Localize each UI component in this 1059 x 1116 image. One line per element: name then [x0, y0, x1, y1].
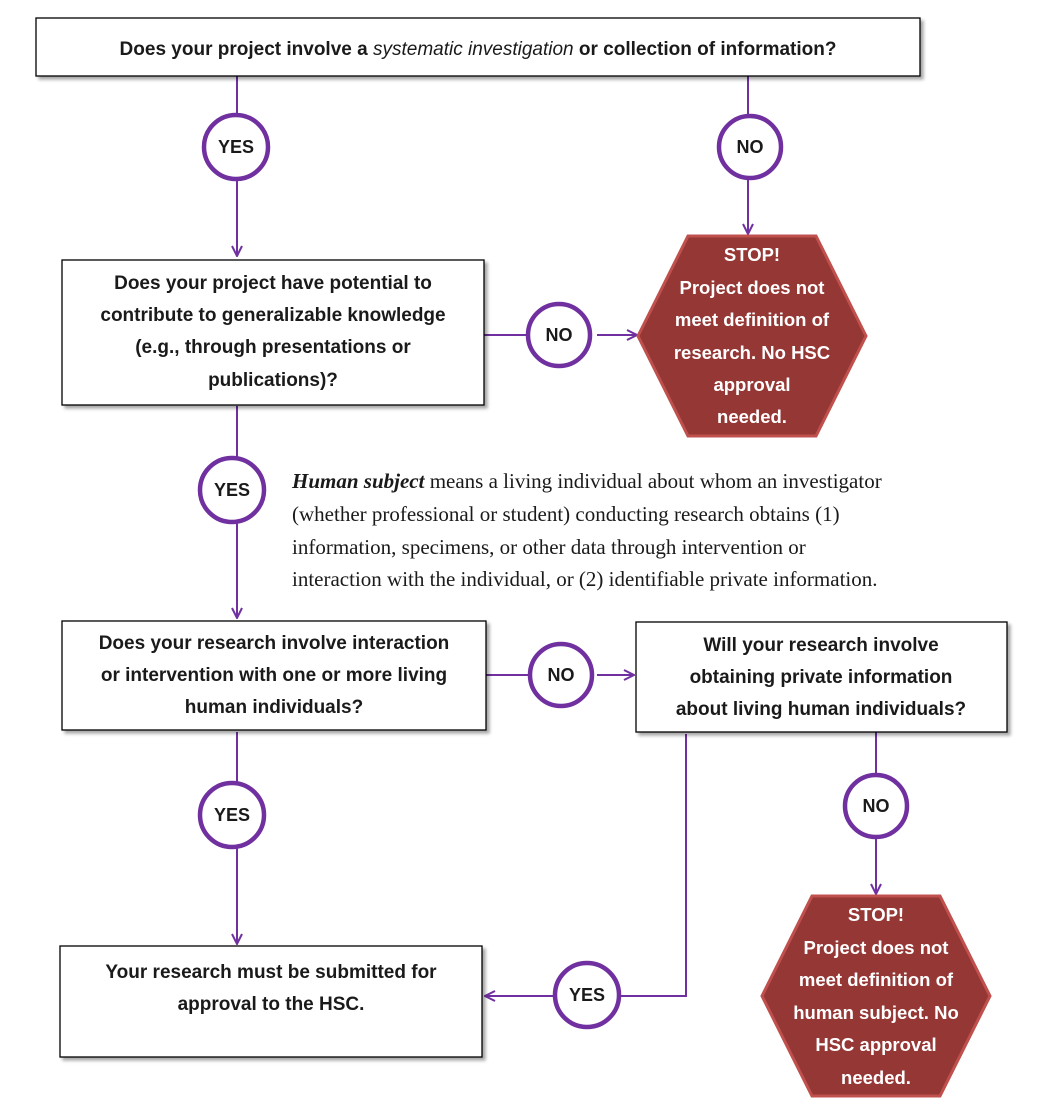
question-box-2: Does your project have potential to cont… — [61, 259, 485, 406]
question-2-line: Does your project have potential to — [114, 273, 432, 294]
question-1-text-end: or collection of information? — [574, 39, 837, 60]
answer-circle-q1-yes-ring — [201, 112, 271, 182]
stop-human-subject-line: Project does not — [804, 937, 949, 958]
stop-human-subject-line: HSC approval — [815, 1034, 936, 1055]
answer-circle-q2-yes: YES — [197, 455, 267, 525]
question-box-4-frame — [635, 621, 1008, 733]
stop-research-line: meet definition of — [675, 309, 830, 330]
question-1-emphasis: systematic investigation — [373, 39, 574, 60]
question-4-line: about living human individuals? — [676, 699, 966, 720]
question-box-3-frame — [61, 620, 487, 731]
question-3-line: human individuals? — [185, 697, 363, 718]
question-3-line: Does your research involve interaction — [99, 633, 450, 654]
stop-research-line: needed. — [717, 406, 787, 427]
question-2-line: contribute to generalizable knowledge — [100, 305, 445, 326]
answer-circle-q3-yes: YES — [197, 780, 267, 850]
stop-research-line: Project does not — [680, 277, 825, 298]
definition-line: (whether professional or student) conduc… — [292, 502, 840, 526]
stop-human-subject-line: meet definition of — [799, 969, 954, 990]
stop-research-hexagon: STOP! Project does not meet definition o… — [636, 234, 868, 438]
answer-q4-no-label: NO — [863, 796, 890, 816]
answer-circle-q3-no-ring — [527, 641, 595, 709]
question-2-line: publications)? — [208, 370, 338, 391]
answer-circle-q4-no-ring — [842, 772, 910, 840]
answer-q4-yes-label: YES — [569, 985, 605, 1005]
question-3-line: or intervention with one or more living — [101, 665, 447, 686]
submit-box: Your research must be submitted for appr… — [59, 945, 483, 1058]
answer-circle-q2-no-ring — [525, 301, 593, 369]
question-2-line: (e.g., through presentations or — [135, 337, 411, 358]
stop-research-line: STOP! — [724, 244, 780, 265]
submit-line: approval to the HSC. — [178, 994, 365, 1015]
answer-circle-q1-no-ring — [716, 113, 784, 181]
question-4-line: obtaining private information — [690, 667, 953, 688]
question-box-2-frame — [61, 259, 485, 406]
answer-circle-q3-yes-ring — [197, 780, 267, 850]
question-1-text-start: Does your project involve a — [120, 39, 373, 60]
answer-circle-q4-yes: YES — [552, 960, 622, 1030]
question-box-3: Does your research involve interaction o… — [61, 620, 487, 731]
submit-box-frame — [59, 945, 483, 1058]
question-box-1: Does your project involve a systematic i… — [35, 17, 921, 77]
human-subject-definition: Human subject means a living individual … — [291, 469, 882, 591]
definition-term: Human subject — [291, 469, 426, 493]
answer-circle-q1-no: NO — [716, 113, 784, 181]
question-1-text: Does your project involve a systematic i… — [120, 39, 837, 60]
answer-q1-no-label: NO — [737, 137, 764, 157]
stop-research-line: research. No HSC — [674, 342, 830, 363]
answer-q3-yes-label: YES — [214, 805, 250, 825]
definition-line-1-rest: means a living individual about whom an … — [424, 469, 881, 493]
answer-circle-q3-no: NO — [527, 641, 595, 709]
answer-circle-q1-yes: YES — [201, 112, 271, 182]
answer-q2-no-label: NO — [546, 325, 573, 345]
stop-research-line: approval — [713, 374, 790, 395]
question-box-1-frame — [35, 17, 921, 77]
stop-human-subject-shape — [760, 894, 992, 1098]
stop-research-shape — [636, 234, 868, 438]
definition-line: interaction with the individual, or (2) … — [292, 567, 878, 591]
answer-circle-q2-yes-ring — [197, 455, 267, 525]
stop-human-subject-line: STOP! — [848, 904, 904, 925]
stop-human-subject-hexagon: STOP! Project does not meet definition o… — [760, 894, 992, 1098]
definition-line: information, specimens, or other data th… — [292, 535, 806, 559]
connector-q4-yes-path — [620, 734, 687, 997]
definition-line: Human subject means a living individual … — [291, 469, 882, 493]
answer-q1-yes-label: YES — [218, 137, 254, 157]
connector-lines — [237, 76, 876, 996]
answer-circle-q4-yes-ring — [552, 960, 622, 1030]
answer-q3-no-label: NO — [548, 665, 575, 685]
stop-human-subject-line: needed. — [841, 1067, 911, 1088]
answer-q2-yes-label: YES — [214, 480, 250, 500]
answer-circle-q4-no: NO — [842, 772, 910, 840]
submit-line: Your research must be submitted for — [105, 962, 437, 983]
answer-circle-q2-no: NO — [525, 301, 593, 369]
question-box-4: Will your research involve obtaining pri… — [635, 621, 1008, 733]
question-4-line: Will your research involve — [703, 635, 938, 656]
stop-human-subject-line: human subject. No — [793, 1002, 959, 1023]
